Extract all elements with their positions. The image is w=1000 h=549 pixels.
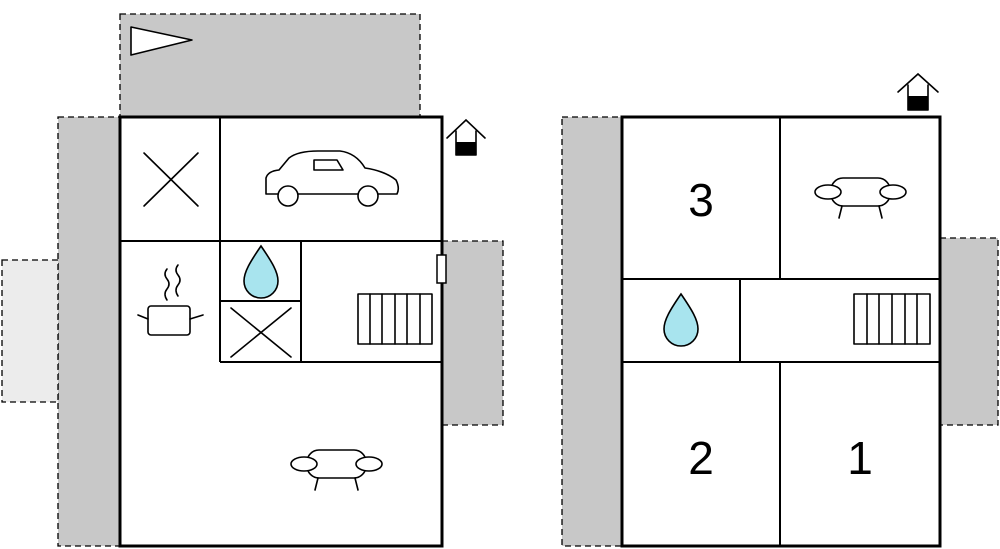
water-drop-icon (243, 244, 279, 299)
room-number-3: 3 (688, 174, 714, 226)
terrace-left (57, 116, 121, 547)
flag-icon (130, 26, 193, 56)
stairs-icon (853, 293, 931, 345)
ground-floor (1, 13, 504, 548)
room-number-2: 2 (688, 432, 714, 484)
terrace-right (939, 237, 999, 426)
cooking-pot-icon (137, 264, 204, 336)
terrace-top (119, 13, 421, 118)
stairs-icon (357, 293, 433, 345)
car-icon (265, 150, 400, 207)
door (436, 254, 447, 284)
sofa-icon (290, 449, 383, 491)
terrace-far-left (1, 259, 59, 403)
sofa-icon (814, 177, 907, 219)
water-drop-icon (663, 292, 699, 347)
upper-floor: 3 2 1 (561, 72, 999, 548)
house-entrance-icon (446, 118, 486, 156)
terrace-right (441, 240, 504, 426)
cross-icon (143, 152, 199, 207)
room-number-1: 1 (847, 432, 873, 484)
terrace-left (561, 116, 623, 547)
cross-icon (230, 307, 292, 358)
house-entrance-icon (897, 72, 939, 111)
